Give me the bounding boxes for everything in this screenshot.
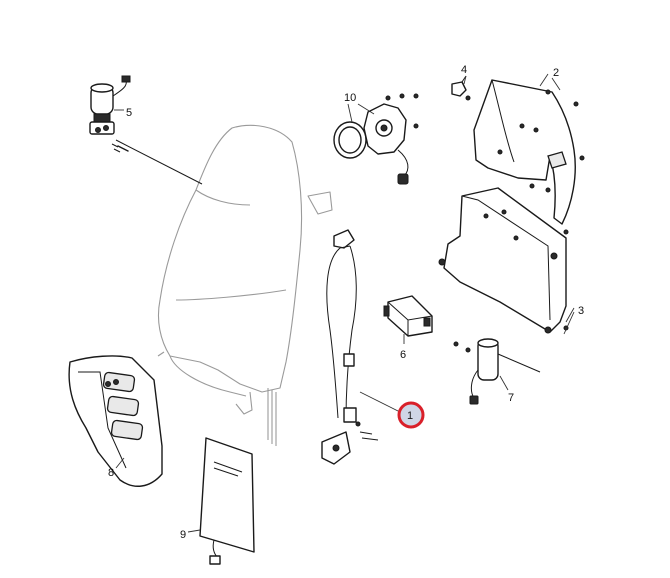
part-9-sensor-mat[interactable] (199, 437, 255, 565)
callout-2[interactable]: 2 (553, 67, 559, 79)
callout-labels: 5 10 4 2 3 6 7 8 9 (108, 64, 584, 541)
part-3-lower-panel[interactable] (438, 187, 569, 334)
leader-lines (114, 73, 575, 533)
part-4-clip[interactable] (451, 75, 471, 101)
callout-9[interactable]: 9 (180, 529, 186, 541)
part-2-back-cover[interactable] (473, 79, 585, 225)
callout-1[interactable]: 1 (407, 410, 413, 422)
callout-6[interactable]: 6 (400, 349, 406, 361)
seat-backrest-outline (157, 124, 333, 446)
callout-10[interactable]: 10 (344, 92, 356, 104)
callout-1-highlighted[interactable]: 1 (397, 401, 425, 429)
part-5-motor[interactable] (89, 75, 203, 185)
callout-4[interactable]: 4 (461, 64, 467, 76)
part-6-control-module[interactable] (383, 295, 433, 337)
callout-3[interactable]: 3 (578, 305, 584, 317)
callout-5[interactable]: 5 (126, 107, 132, 119)
callout-8[interactable]: 8 (108, 467, 114, 479)
part-10-ring-and-plate[interactable] (333, 93, 419, 185)
part-7-small-motor[interactable] (453, 338, 541, 405)
callout-7[interactable]: 7 (508, 392, 514, 404)
part-8-back-board[interactable] (68, 355, 163, 487)
part-1-seat-belt[interactable] (321, 229, 379, 465)
